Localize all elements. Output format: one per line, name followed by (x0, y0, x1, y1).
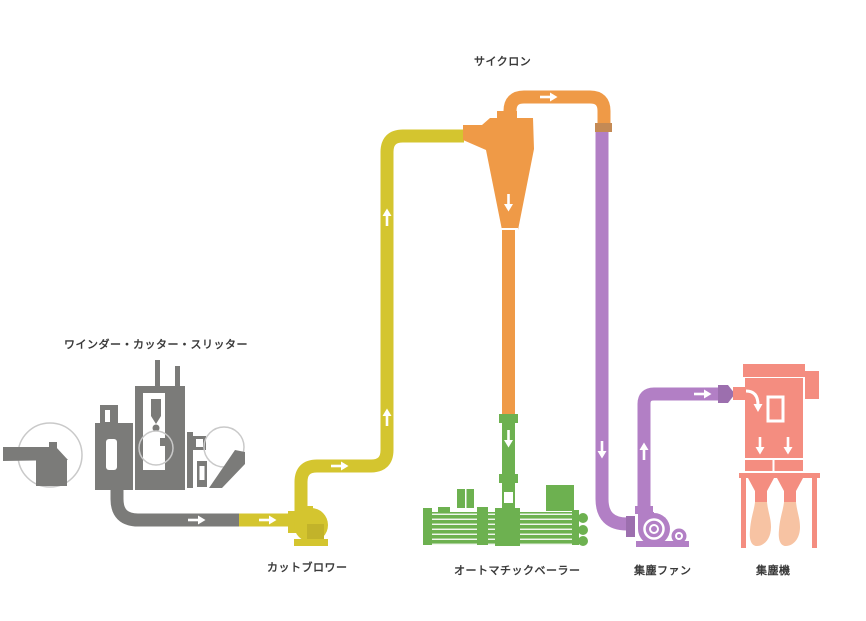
fan-ring-inner (649, 524, 659, 534)
funnel-left (748, 478, 774, 491)
slitter-box-window (196, 439, 203, 447)
pipe-purple-fan-to-collector (637, 387, 718, 512)
baler-roller-1 (578, 513, 588, 523)
table-top (3, 447, 68, 461)
label-cyclone: サイクロン (474, 56, 532, 68)
film-post-right (175, 366, 180, 387)
collection-bag-left (749, 502, 771, 546)
cut-blower-machine (288, 506, 328, 546)
blower-inlet-flange (288, 511, 296, 533)
baler-left-tab (438, 507, 450, 513)
cyclone-body (463, 118, 534, 230)
dust-fan-machine (626, 385, 735, 547)
flange-green-bottom (499, 474, 518, 483)
roll-circle-middle (138, 430, 174, 466)
collector-inflow-arrow-head (753, 404, 763, 412)
label-dust-fan: 集塵ファン (634, 565, 692, 577)
cyclone-top-cap (497, 111, 517, 121)
label-winder-cutter-slitter: ワインダー・カッター・スリッター (64, 339, 248, 351)
pipe-gray-from-machine (110, 483, 241, 527)
cutter-top-box-slot (105, 410, 110, 422)
collector-hopper-left (745, 460, 773, 471)
automatic-baler-machine (423, 485, 588, 546)
slitter-frame-bar (187, 432, 193, 488)
slitter-chute (209, 450, 245, 488)
collector-window (766, 395, 785, 423)
baler-right-plate (572, 510, 579, 545)
baler-divider-plate (477, 507, 488, 545)
baler-press-column (495, 508, 520, 546)
collector-inlet-stub (733, 387, 746, 400)
label-cut-blower: カットブロワー (267, 562, 348, 574)
cyclone-machine (463, 111, 534, 230)
fan-base (636, 541, 689, 547)
film-post-left (155, 360, 160, 387)
cutter-tower-left-slot (106, 439, 117, 470)
table-support (36, 459, 67, 486)
nozzle-dot (152, 424, 160, 432)
fan-inlet-flange (626, 516, 635, 537)
baler-control-box-divider (465, 489, 467, 508)
fan-outlet-flange (635, 506, 653, 514)
fan-motor (671, 528, 687, 544)
nozzle-tip (151, 416, 161, 424)
green-pipe-window (504, 492, 513, 503)
winder-cutter-slitter-machine (3, 360, 245, 490)
pipes (110, 90, 718, 531)
stand-leg-right (812, 478, 817, 548)
baler-bale-stack-left (432, 512, 478, 545)
collection-bag-right (778, 502, 800, 546)
pipe-purple-drop-to-fan (595, 127, 631, 531)
baler-roller-2 (578, 525, 588, 535)
collector-inlet-connector (718, 385, 735, 403)
baler-bale-stack-mid (488, 512, 496, 545)
flange-orange-purple (595, 123, 612, 132)
cyclone-neck-line (499, 228, 518, 230)
blower-base (294, 539, 328, 546)
pipe-yellow-riser-to-cyclone (294, 129, 464, 514)
bag-collar-left (755, 491, 767, 502)
fan-volute (638, 513, 670, 545)
film-edge-mark (160, 438, 167, 446)
collector-exhaust-duct (805, 371, 819, 399)
slitter-post-slot (199, 466, 205, 480)
stand-leg-left (741, 478, 746, 548)
baler-left-plate (423, 508, 432, 545)
baler-bale-stack-right (520, 512, 572, 545)
collector-inflow-arrow-curve (745, 389, 760, 406)
nozzle-body (151, 399, 161, 416)
baler-top-right-box (546, 485, 574, 511)
fan-ring-outer (643, 518, 665, 540)
collector-lid (743, 364, 805, 377)
label-automatic-baler: オートマチックベーラー (454, 565, 581, 577)
blower-motor (307, 524, 324, 540)
table-lip (49, 442, 57, 449)
baler-roller-3 (578, 536, 588, 546)
funnel-right (777, 478, 803, 491)
label-dust-collector: 集塵機 (756, 565, 791, 577)
stand-bar (739, 473, 820, 478)
flange-green-top (499, 414, 518, 423)
dust-collector-machine (733, 364, 820, 548)
bag-collar-right (784, 491, 796, 502)
collector-hopper-right (774, 460, 803, 471)
collector-body (745, 378, 803, 458)
fan-motor-ring (675, 532, 683, 540)
